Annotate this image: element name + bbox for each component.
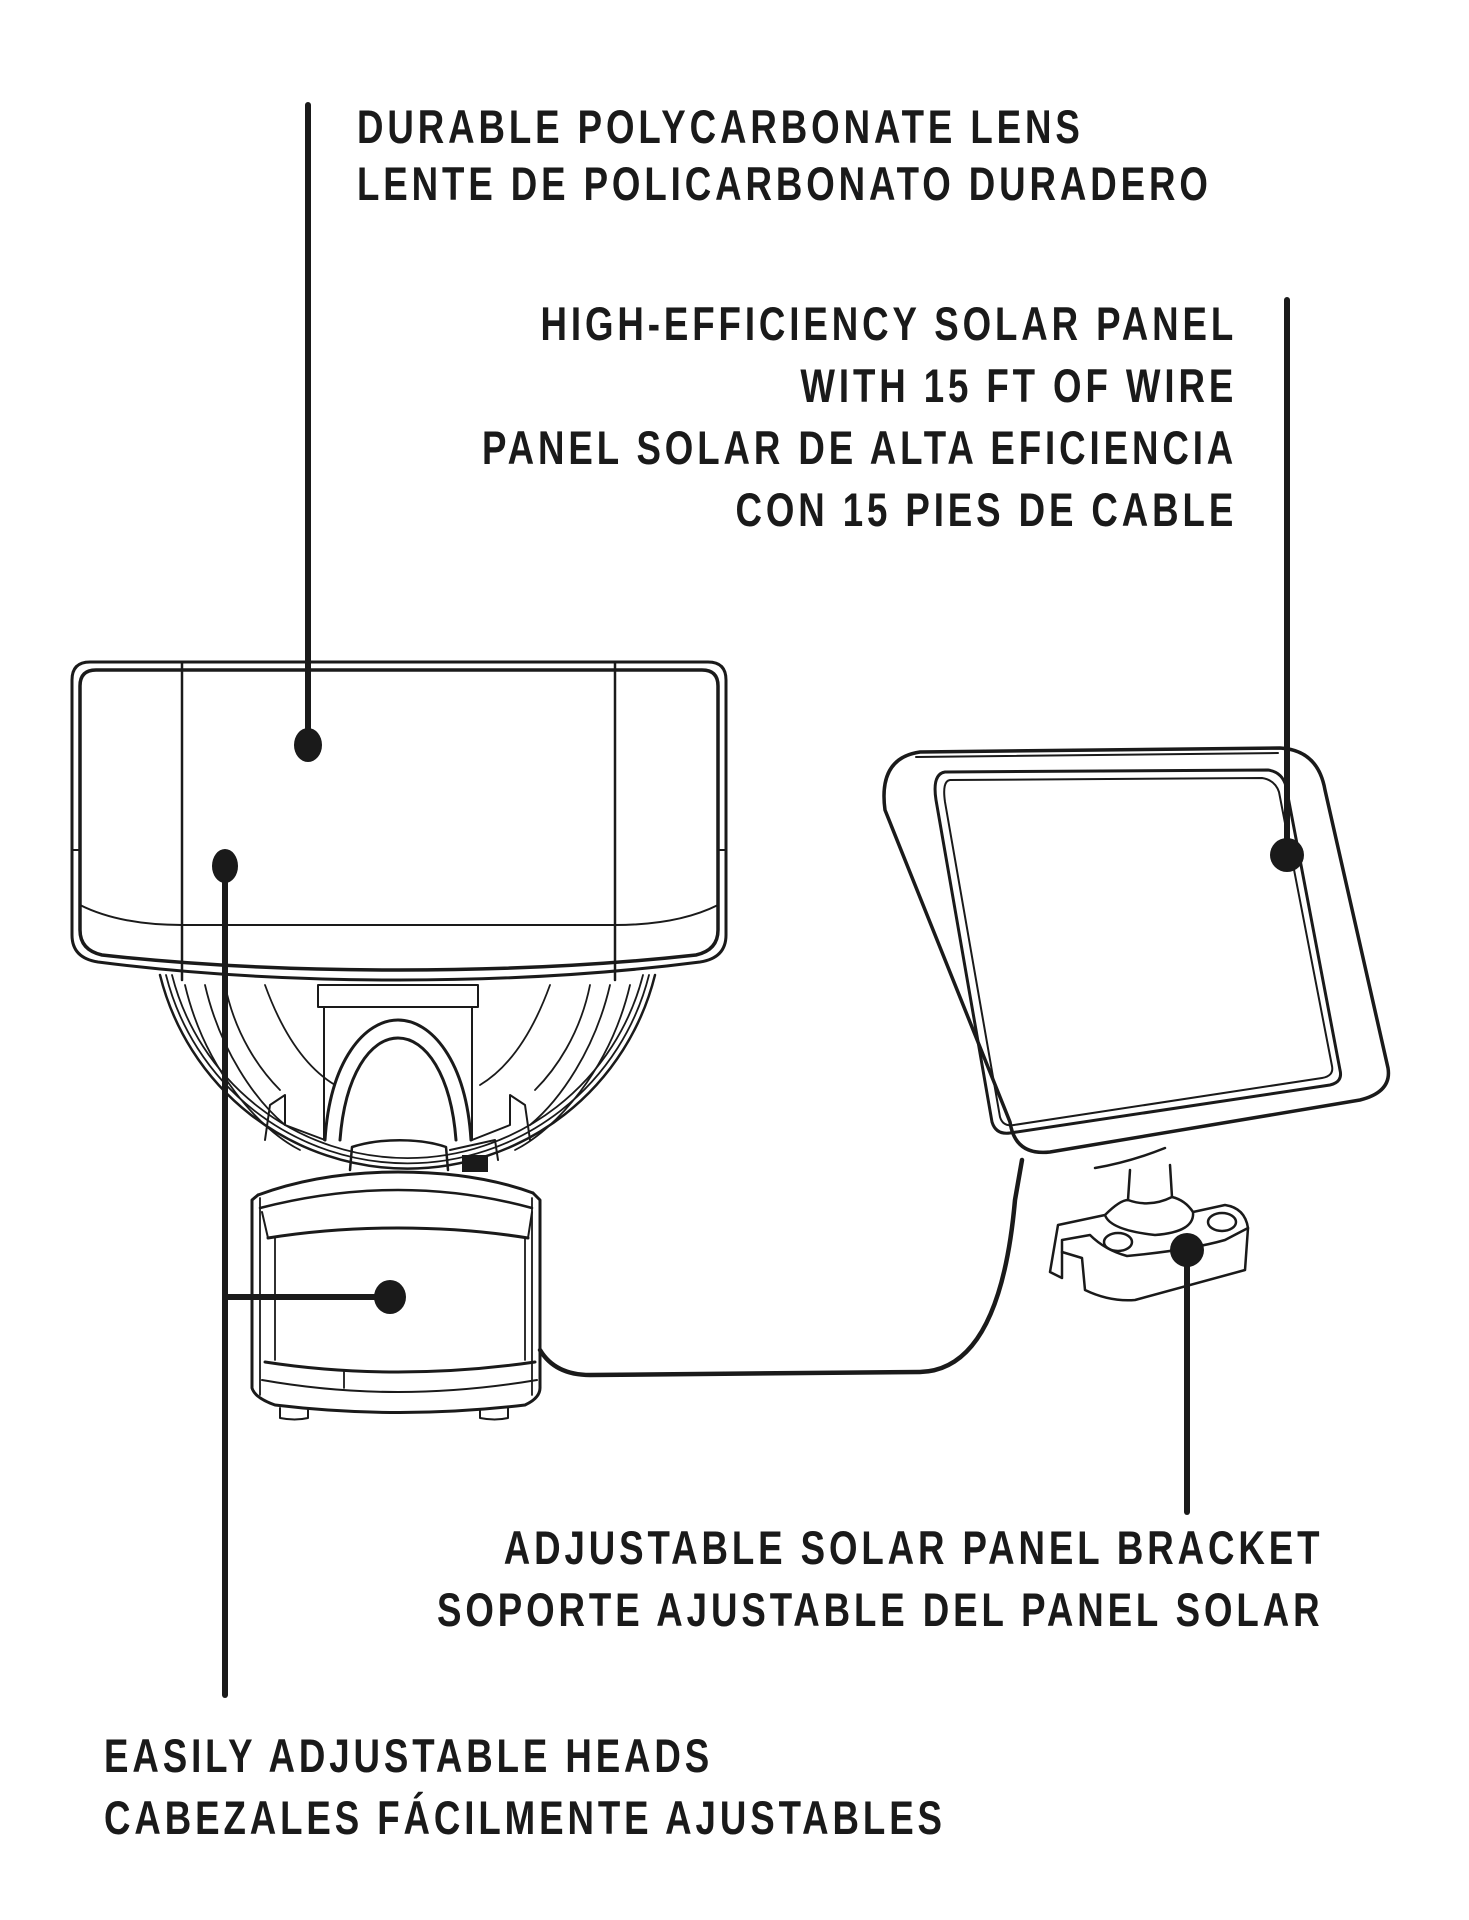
solar-panel-label-es-1: PANEL SOLAR DE ALTA EFICIENCIA [481, 421, 1237, 474]
bracket-callout-label: ADJUSTABLE SOLAR PANEL BRACKET SOPORTE A… [437, 1517, 1323, 1641]
lens-label-en: DURABLE POLYCARBONATE LENS [357, 100, 1084, 153]
bracket-label-es: SOPORTE AJUSTABLE DEL PANEL SOLAR [436, 1583, 1323, 1636]
solar-panel-label-es-2: CON 15 PIES DE CABLE [735, 483, 1237, 536]
heads-label-es: CABEZALES FÁCILMENTE AJUSTABLES [104, 1791, 946, 1844]
solar-panel-label-en-1: HIGH-EFFICIENCY SOLAR PANEL [540, 297, 1237, 350]
bracket-label-en: ADJUSTABLE SOLAR PANEL BRACKET [503, 1521, 1324, 1574]
reflector-dome [158, 973, 657, 1170]
solar-panel-callout-dot [1270, 838, 1304, 872]
cable [537, 1157, 1025, 1378]
bracket-callout-dot [1170, 1233, 1204, 1267]
callout-leaders [222, 102, 1290, 1698]
lens-callout-dot [294, 728, 322, 762]
solar-bracket [1048, 1146, 1250, 1302]
heads-callout-dot-upper [212, 849, 238, 883]
solar-panel-label-en-2: WITH 15 FT OF WIRE [800, 359, 1237, 412]
yoke [264, 984, 531, 1172]
solar-panel-callout-label: HIGH-EFFICIENCY SOLAR PANEL WITH 15 FT O… [482, 293, 1237, 541]
heads-label-en: EASILY ADJUSTABLE HEADS [104, 1729, 714, 1782]
heads-callout-dot-sensor [374, 1280, 406, 1314]
solar-panel [882, 746, 1391, 1155]
light-head [70, 660, 728, 982]
lens-callout-label: DURABLE POLYCARBONATE LENS LENTE DE POLI… [357, 98, 1212, 212]
lens-label-es: LENTE DE POLICARBONATO DURADERO [357, 157, 1212, 210]
heads-callout-label: EASILY ADJUSTABLE HEADS CABEZALES FÁCILM… [104, 1725, 946, 1849]
motion-sensor [250, 1170, 542, 1421]
